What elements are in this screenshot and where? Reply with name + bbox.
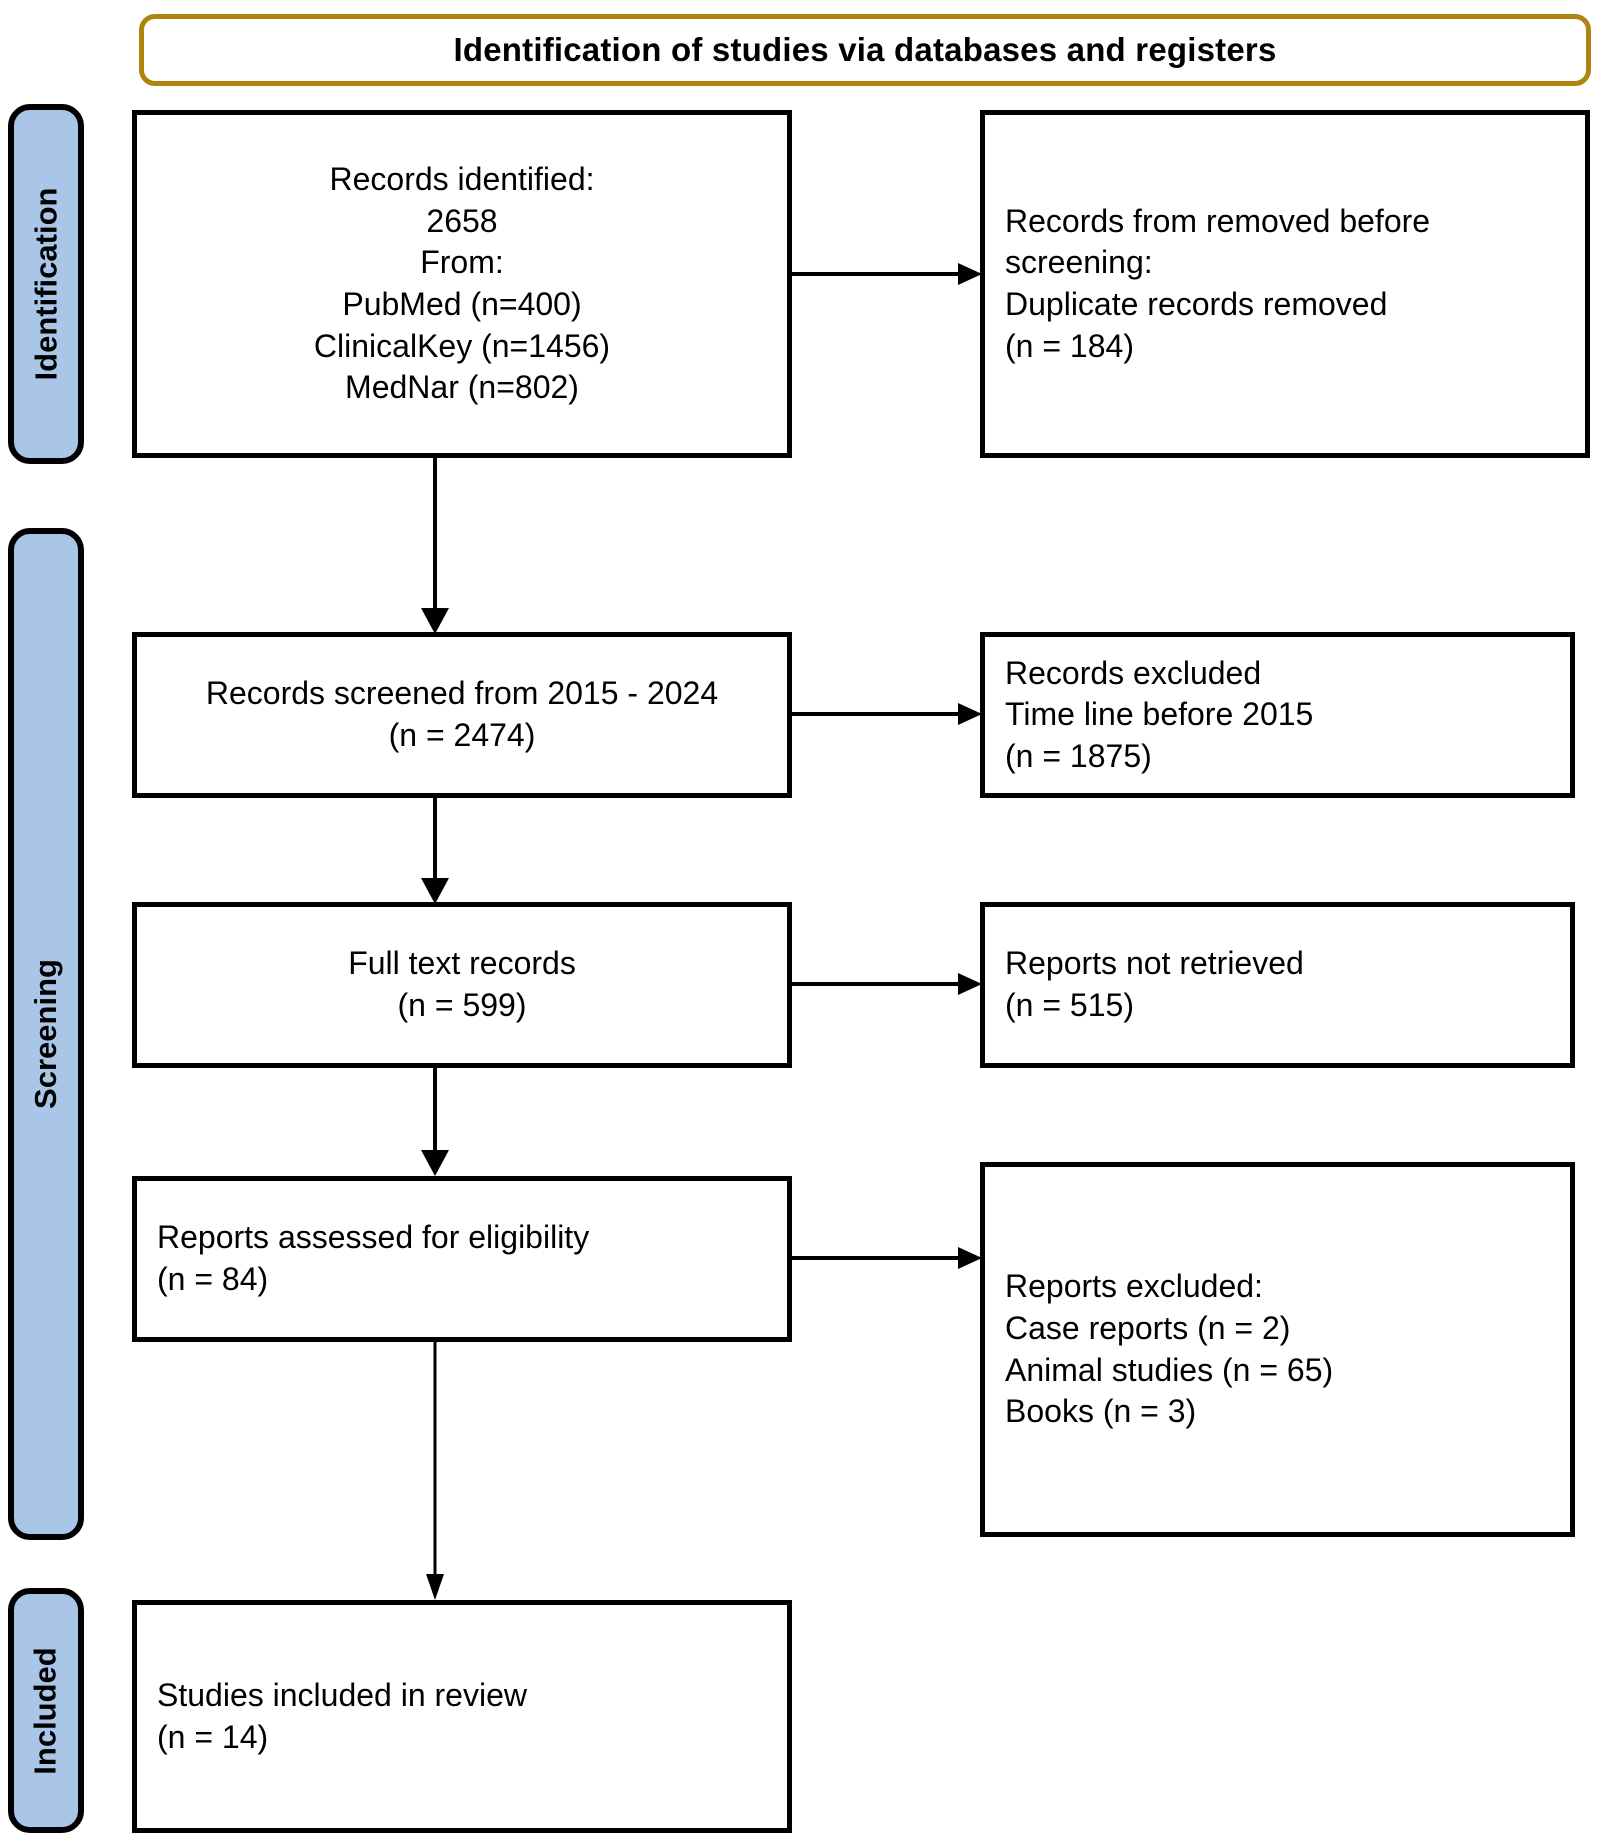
- box-records-identified-text: Records identified: 2658 From: PubMed (n…: [313, 161, 611, 406]
- box-reports-not-retrieved: Reports not retrieved (n = 515): [980, 902, 1575, 1068]
- arrow-screened-to-excluded: [792, 702, 982, 726]
- arrow-screened-to-fulltext: [412, 798, 458, 904]
- box-records-removed-before-screening: Records from removed before screening: D…: [980, 110, 1590, 458]
- arrow-assessed-to-included: [412, 1342, 458, 1600]
- box-studies-included: Studies included in review (n = 14): [132, 1600, 792, 1833]
- arrow-fulltext-to-assessed: [412, 1068, 458, 1176]
- phase-rail-included: Included: [8, 1588, 84, 1833]
- arrow-identified-to-removed: [792, 262, 982, 286]
- box-reports-excluded: Reports excluded: Case reports (n = 2) A…: [980, 1162, 1575, 1537]
- stage-banner-title: Identification of studies via databases …: [453, 31, 1277, 68]
- phase-rail-identification: Identification: [8, 104, 84, 464]
- stage-banner-identification: Identification of studies via databases …: [139, 14, 1591, 86]
- box-records-screened: Records screened from 2015 - 2024 (n = 2…: [132, 632, 792, 798]
- box-records-identified: Records identified: 2658 From: PubMed (n…: [132, 110, 792, 458]
- arrow-fulltext-to-not-retrieved: [792, 972, 982, 996]
- arrow-assessed-to-reports-excluded: [792, 1246, 982, 1270]
- box-reports-assessed-text: Reports assessed for eligibility (n = 84…: [157, 1219, 590, 1297]
- phase-rail-label-identification: Identification: [28, 187, 64, 381]
- box-reports-not-retrieved-text: Reports not retrieved (n = 515): [1005, 945, 1304, 1023]
- box-records-excluded: Records excluded Time line before 2015 (…: [980, 632, 1575, 798]
- phase-rail-label-screening: Screening: [28, 959, 64, 1109]
- phase-rail-label-included: Included: [28, 1646, 64, 1775]
- phase-rail-screening: Screening: [8, 528, 84, 1540]
- box-records-screened-text: Records screened from 2015 - 2024 (n = 2…: [205, 675, 719, 753]
- box-full-text-records-text: Full text records (n = 599): [348, 945, 576, 1023]
- box-records-excluded-text: Records excluded Time line before 2015 (…: [1005, 654, 1314, 774]
- box-records-removed-text: Records from removed before screening: D…: [1005, 202, 1431, 364]
- arrow-identified-to-screened: [412, 458, 458, 634]
- box-studies-included-text: Studies included in review (n = 14): [157, 1676, 527, 1755]
- box-reports-assessed-eligibility: Reports assessed for eligibility (n = 84…: [132, 1176, 792, 1342]
- box-full-text-records: Full text records (n = 599): [132, 902, 792, 1068]
- box-reports-excluded-text: Reports excluded: Case reports (n = 2) A…: [1005, 1268, 1334, 1430]
